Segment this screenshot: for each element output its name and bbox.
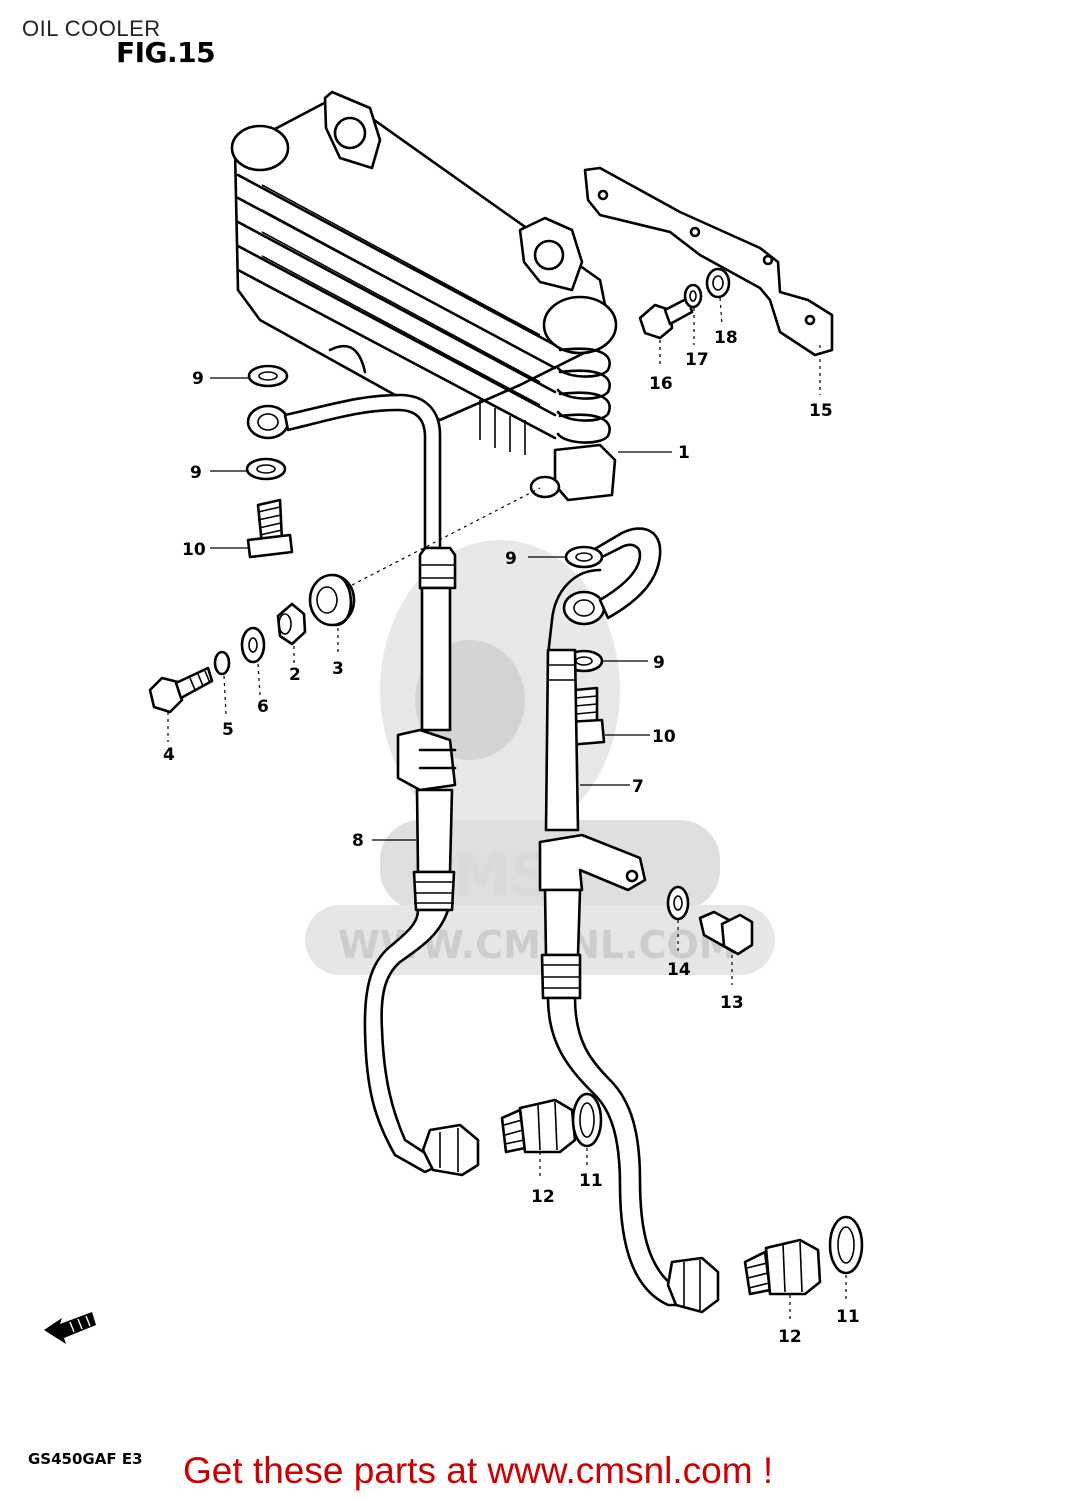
callout-12-a: 12 — [531, 1187, 555, 1207]
washer-11-lower — [828, 1215, 864, 1275]
callout-3: 3 — [332, 659, 344, 679]
hose-7 — [538, 648, 720, 1314]
callout-12-b: 12 — [778, 1327, 802, 1347]
lockwasher-5 — [213, 650, 231, 676]
callout-2: 2 — [289, 665, 301, 685]
washer-11-mid — [571, 1092, 603, 1148]
callout-7: 7 — [632, 777, 644, 797]
washer-17 — [683, 283, 703, 309]
promo-link[interactable]: Get these parts at www.cmsnl.com ! — [183, 1450, 774, 1491]
oil-cooler-body — [230, 90, 618, 502]
washer-6 — [240, 626, 266, 664]
callout-16: 16 — [649, 374, 673, 394]
callout-labels: 1 2 3 4 5 6 7 8 9 9 9 9 10 10 11 11 12 1… — [163, 328, 860, 1347]
leader-lines — [167, 297, 847, 1320]
washer-9-upper-left — [247, 364, 289, 388]
bolt-4 — [148, 666, 214, 714]
union-12-mid — [500, 1098, 577, 1154]
bolt-16 — [638, 296, 694, 368]
callout-10-b: 10 — [652, 727, 676, 747]
callout-13: 13 — [720, 993, 744, 1013]
figure-number: FIG.15 — [116, 36, 216, 69]
front-direction-arrow-icon — [44, 1312, 96, 1344]
washer-9-lower-left — [245, 457, 287, 481]
callout-9-a: 9 — [192, 369, 204, 389]
callout-9-b: 9 — [190, 463, 202, 483]
page-title: OIL COOLER — [22, 16, 161, 41]
callout-9-d: 9 — [653, 653, 665, 673]
callout-10-a: 10 — [182, 540, 206, 560]
collar-2 — [276, 602, 307, 646]
callout-1: 1 — [678, 443, 690, 463]
banjo-fitting-right — [546, 527, 662, 657]
washer-9-upper-right — [564, 545, 604, 569]
callout-11-b: 11 — [836, 1307, 860, 1327]
oil-cooler-diagram: CMS WWW.CMSNL.COM — [44, 90, 864, 1347]
bracket-15 — [583, 166, 834, 395]
union-bolt-10-left — [246, 498, 294, 559]
callout-4: 4 — [163, 745, 175, 765]
union-12-lower — [743, 1238, 822, 1296]
callout-14: 14 — [667, 960, 691, 980]
callout-15: 15 — [809, 401, 833, 421]
grommet-3 — [308, 573, 356, 627]
callout-6: 6 — [257, 697, 269, 717]
callout-8: 8 — [352, 831, 364, 851]
model-code: GS450GAF E3 — [28, 1450, 143, 1468]
watermark-logo: CMS WWW.CMSNL.COM — [305, 540, 775, 975]
callout-11-a: 11 — [579, 1171, 603, 1191]
callout-5: 5 — [222, 720, 234, 740]
washer-18 — [705, 267, 731, 299]
hose-8 — [363, 546, 480, 1177]
callout-17: 17 — [685, 350, 709, 370]
callout-9-c: 9 — [505, 549, 517, 569]
washer-14 — [666, 885, 690, 921]
callout-18: 18 — [714, 328, 738, 348]
bolt-13 — [698, 910, 754, 956]
